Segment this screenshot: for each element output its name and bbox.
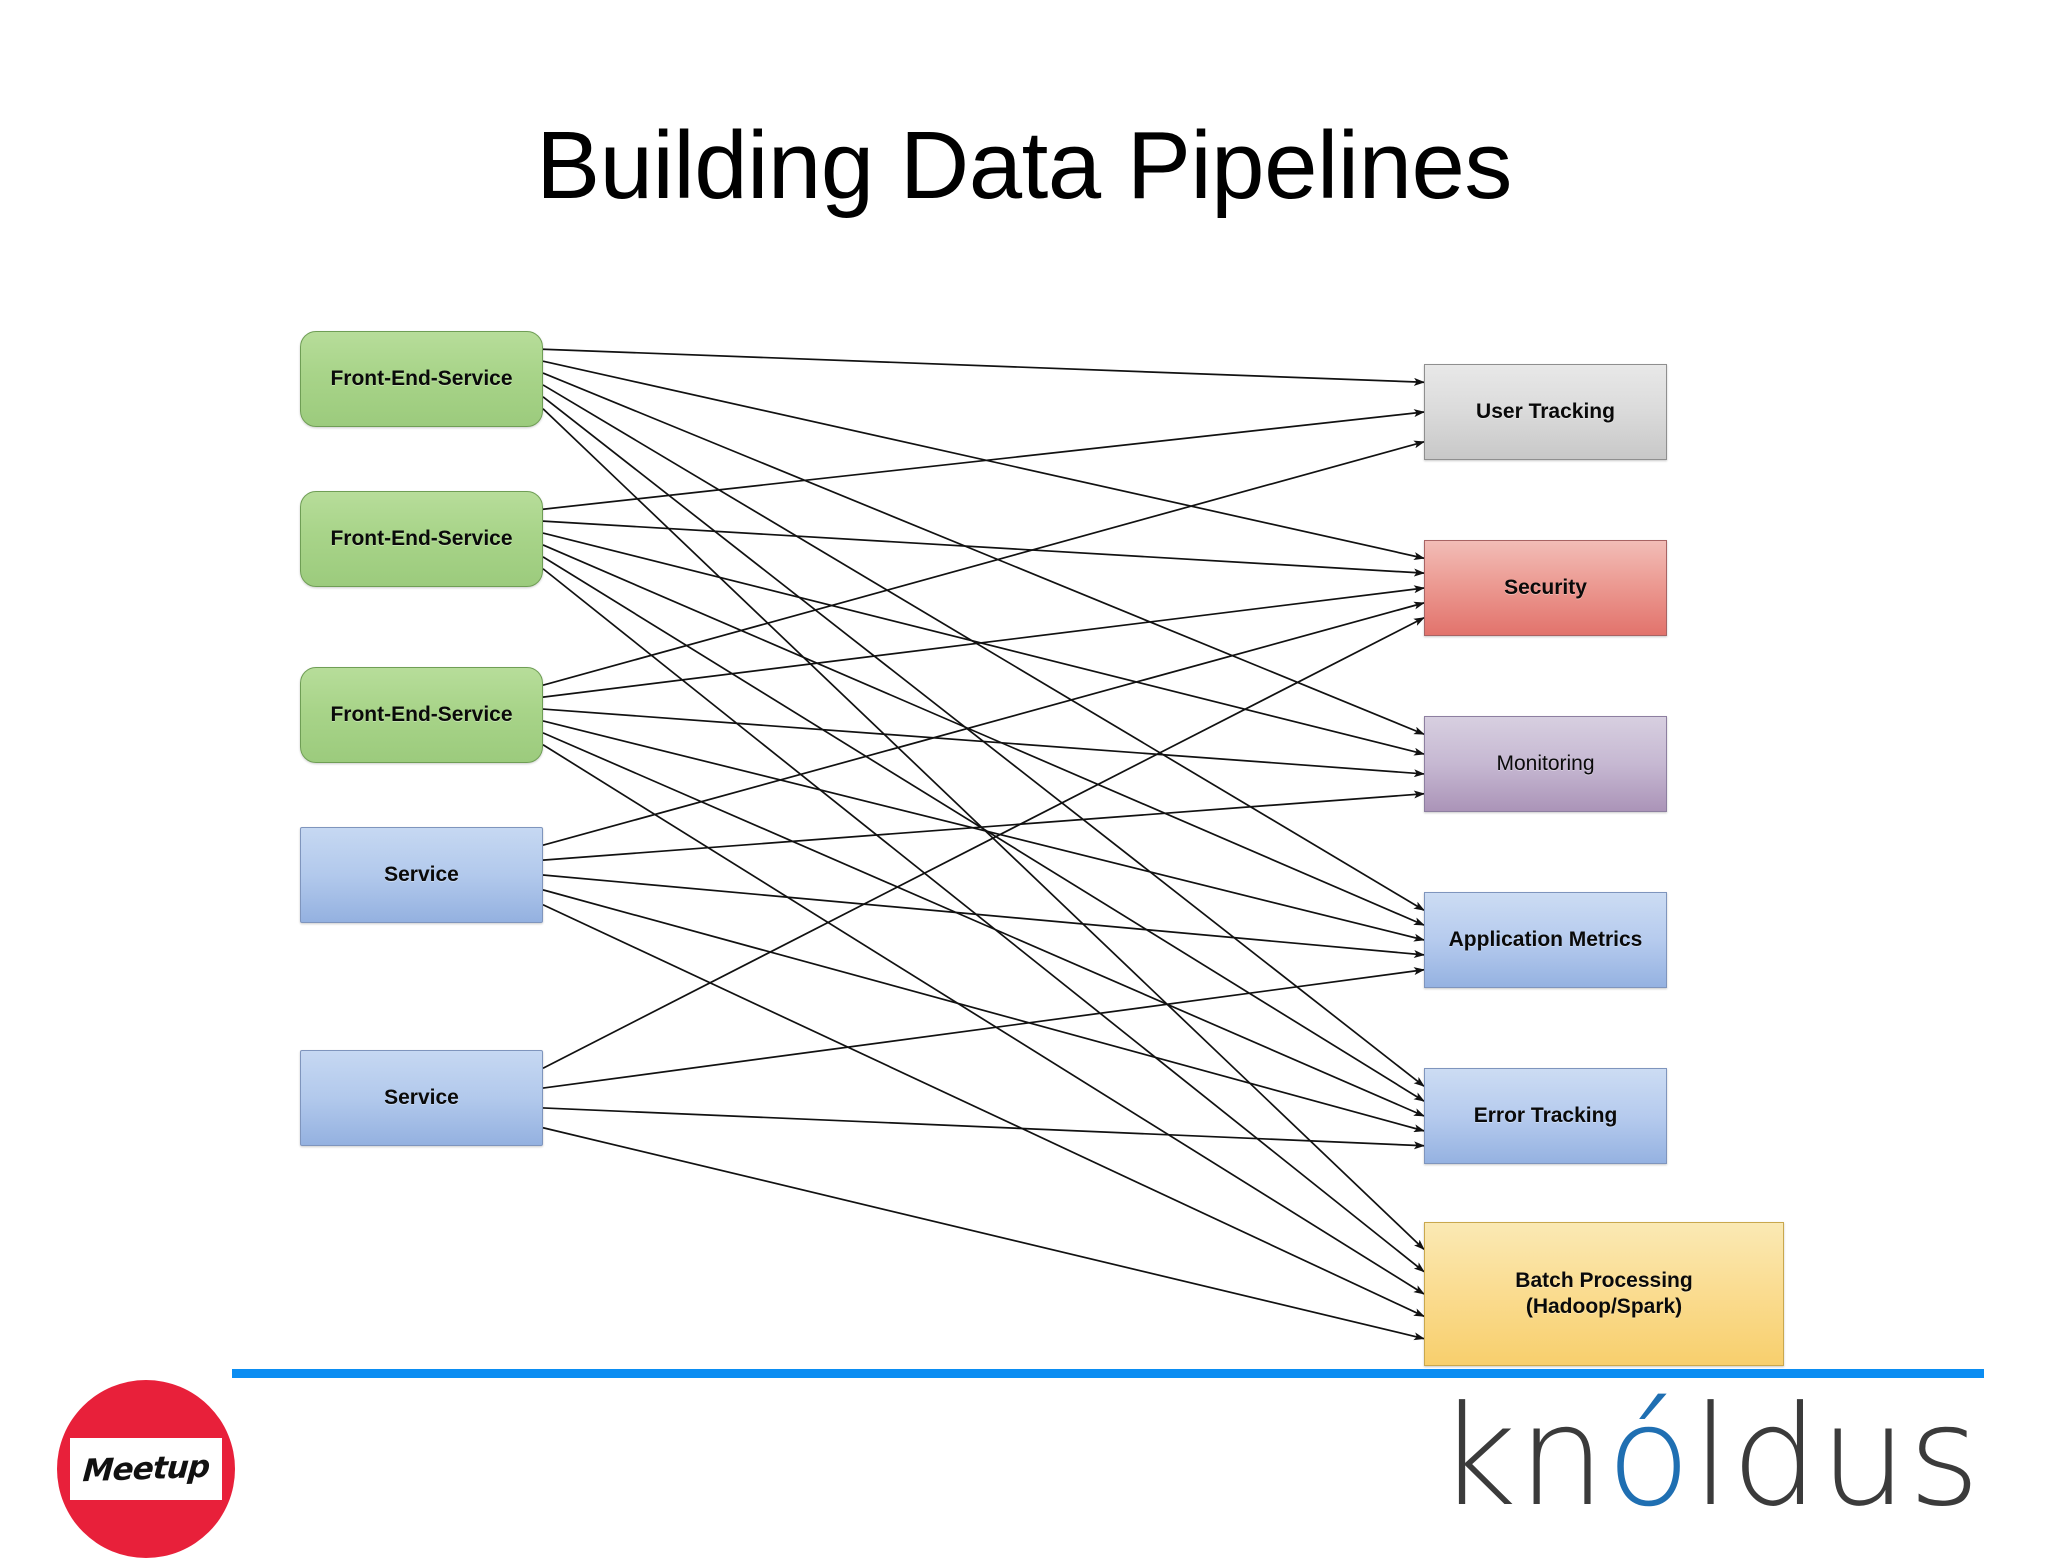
- knoldus-logo[interactable]: knóldus: [1437, 1382, 1980, 1532]
- node-label: User Tracking: [1476, 399, 1615, 423]
- edge-sv1-to-security: [542, 601, 1425, 847]
- node-front-end-service-1[interactable]: Front-End-Service: [300, 331, 543, 427]
- page-title: Building Data Pipelines: [536, 112, 1512, 219]
- node-front-end-service-3[interactable]: Front-End-Service: [300, 667, 543, 763]
- meetup-wordmark: Meetup: [81, 1448, 211, 1490]
- node-label-line-2: (Hadoop/Spark): [1525, 1295, 1683, 1318]
- knoldus-part1: kn: [1437, 1376, 1607, 1537]
- edge-fe3-to-monitoring: [542, 708, 1425, 778]
- edge-fe1-to-user-tracking: [542, 348, 1425, 386]
- node-label: Application Metrics: [1448, 927, 1643, 951]
- edge-fe1-to-error-tracking: [542, 396, 1425, 1087]
- node-service-1[interactable]: Service: [300, 827, 543, 923]
- edge-fe2-to-application-metrics: [542, 544, 1425, 926]
- node-error-tracking[interactable]: Error Tracking: [1424, 1068, 1667, 1164]
- knoldus-wordmark: knóldus: [1437, 1388, 1981, 1526]
- node-security[interactable]: Security: [1424, 540, 1667, 636]
- node-label: Error Tracking: [1473, 1103, 1618, 1127]
- edge-fe3-to-security: [542, 585, 1425, 698]
- node-label-line-1: Batch Processing: [1515, 1268, 1693, 1292]
- node-label: Security: [1504, 575, 1587, 599]
- edge-sv2-to-batch-processing: [542, 1126, 1425, 1341]
- edge-fe3-to-user-tracking: [542, 440, 1425, 687]
- meetup-band: Meetup: [70, 1438, 222, 1500]
- node-service-2[interactable]: Service: [300, 1050, 543, 1146]
- edge-fe3-to-application-metrics: [542, 720, 1425, 942]
- edge-fe3-to-batch-processing: [542, 744, 1425, 1295]
- node-label: Monitoring: [1496, 751, 1595, 775]
- edge-fe3-to-error-tracking: [542, 732, 1425, 1117]
- edge-fe1-to-security: [542, 360, 1425, 560]
- node-user-tracking[interactable]: User Tracking: [1424, 364, 1667, 460]
- edge-sv2-to-error-tracking: [542, 1107, 1425, 1150]
- edge-sv1-to-application-metrics: [542, 874, 1425, 958]
- node-application-metrics[interactable]: Application Metrics: [1424, 892, 1667, 988]
- edge-fe2-to-batch-processing: [542, 568, 1425, 1273]
- edge-fe1-to-monitoring: [542, 372, 1425, 736]
- edge-fe2-to-error-tracking: [542, 556, 1425, 1102]
- footer-divider: [232, 1369, 1984, 1378]
- meetup-logo[interactable]: Meetup: [57, 1380, 235, 1558]
- node-label: Front-End-Service: [330, 526, 513, 550]
- edge-fe2-to-security: [542, 520, 1425, 577]
- edge-sv2-to-security: [542, 617, 1425, 1069]
- edge-fe2-to-monitoring: [542, 532, 1425, 756]
- node-label: Service: [384, 862, 459, 886]
- edge-group: [542, 348, 1425, 1341]
- node-batch-processing[interactable]: Batch Processing (Hadoop/Spark): [1424, 1222, 1784, 1366]
- edge-sv1-to-error-tracking: [542, 889, 1425, 1133]
- edge-fe1-to-batch-processing: [542, 408, 1425, 1251]
- node-label: Front-End-Service: [330, 366, 513, 390]
- edge-sv2-to-application-metrics: [542, 967, 1425, 1089]
- edge-sv1-to-monitoring: [542, 790, 1425, 861]
- node-label: Service: [384, 1085, 459, 1109]
- knoldus-part2: ldus: [1691, 1376, 1982, 1537]
- knoldus-accent-o: ó: [1606, 1376, 1692, 1537]
- node-monitoring[interactable]: Monitoring: [1424, 716, 1667, 812]
- edge-sv1-to-batch-processing: [542, 903, 1425, 1318]
- node-label: Front-End-Service: [330, 702, 513, 726]
- node-label-block: Batch Processing (Hadoop/Spark): [1515, 1268, 1692, 1321]
- pipeline-diagram: Front-End-Service Front-End-Service Fron…: [300, 331, 1784, 1366]
- edge-fe1-to-application-metrics: [542, 384, 1425, 911]
- edge-fe2-to-user-tracking: [542, 409, 1425, 511]
- node-front-end-service-2[interactable]: Front-End-Service: [300, 491, 543, 587]
